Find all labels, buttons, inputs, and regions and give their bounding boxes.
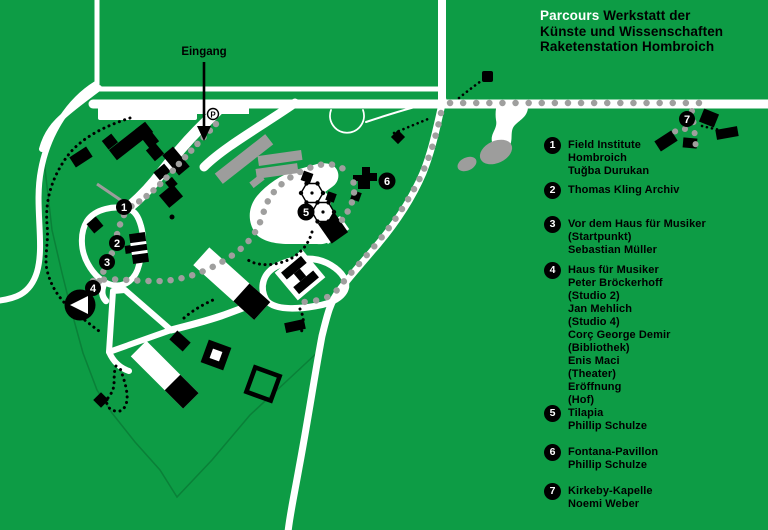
marker-6: 6 bbox=[378, 172, 396, 190]
parking-icon: P bbox=[206, 107, 220, 121]
terrain-boundary bbox=[43, 159, 321, 499]
svg-text:7: 7 bbox=[684, 114, 690, 126]
walking-trails bbox=[44, 79, 729, 413]
svg-text:4: 4 bbox=[90, 283, 97, 295]
marker-1: 1 bbox=[116, 199, 132, 215]
title-highlight: Parcours bbox=[540, 8, 600, 23]
legend-number-5: 5 bbox=[544, 405, 561, 422]
legend-number-7: 7 bbox=[544, 483, 561, 500]
legend-number-3: 3 bbox=[544, 216, 561, 233]
legend-item-1: 1 Field Institute Hombroich Tuğba Duruka… bbox=[544, 137, 768, 178]
legend-text-4: Haus für Musiker Peter Bröckerhoff (Stud… bbox=[568, 264, 671, 406]
legend-number-2: 2 bbox=[544, 182, 561, 199]
legend-item-4: 4 Haus für Musiker Peter Bröckerhoff (St… bbox=[544, 262, 768, 407]
legend-text-1: Field Institute Hombroich Tuğba Durukan bbox=[568, 139, 650, 177]
start-point-icon bbox=[64, 289, 96, 321]
fontana-pavillon-building bbox=[353, 167, 377, 189]
legend-item-2: 2 Thomas Kling Archiv bbox=[544, 182, 768, 199]
marker-3: 3 bbox=[99, 254, 115, 270]
legend-text-6: Fontana-Pavillon Phillip Schulze bbox=[568, 446, 659, 471]
marker-4: 4 bbox=[85, 280, 101, 296]
legend-number-6: 6 bbox=[544, 444, 561, 461]
studio-h-building bbox=[274, 249, 326, 301]
map-markers: 1 2 3 4 5 6 7 bbox=[85, 111, 695, 296]
legend-text-2: Thomas Kling Archiv bbox=[568, 184, 680, 196]
entrance-label: Eingang bbox=[181, 46, 226, 58]
gray-structures bbox=[96, 134, 513, 203]
svg-text:6: 6 bbox=[384, 176, 390, 188]
poster-title: Parcours Werkstatt der Künste und Wissen… bbox=[540, 8, 724, 54]
legend-item-6: 6 Fontana-Pavillon Phillip Schulze bbox=[544, 444, 768, 472]
marker-2: 2 bbox=[109, 235, 125, 251]
legend-item-7: 7 Kirkeby-Kapelle Noemi Weber bbox=[544, 483, 768, 511]
legend-item-3: 3 Vor dem Haus für Musiker (Startpunkt) … bbox=[544, 216, 768, 257]
svg-text:3: 3 bbox=[104, 257, 110, 269]
marker-5: 5 bbox=[297, 203, 315, 221]
svg-text:5: 5 bbox=[303, 207, 309, 219]
entrance-annotation: Eingang bbox=[181, 46, 227, 141]
buildings bbox=[69, 71, 739, 408]
legend-text-5: Tilapia Phillip Schulze bbox=[568, 407, 648, 432]
legend-text-7: Kirkeby-Kapelle Noemi Weber bbox=[568, 485, 653, 510]
legend-number-4: 4 bbox=[544, 262, 561, 279]
dome-pavilions bbox=[298, 181, 337, 224]
marker-7: 7 bbox=[679, 111, 695, 127]
svg-text:P: P bbox=[210, 111, 216, 120]
legend-item-5: 5 Tilapia Phillip Schulze bbox=[544, 405, 768, 433]
svg-text:2: 2 bbox=[114, 238, 120, 250]
arrow-down-icon bbox=[197, 126, 211, 141]
legend-number-1: 1 bbox=[544, 137, 561, 154]
legend-text-3: Vor dem Haus für Musiker (Startpunkt) Se… bbox=[568, 218, 706, 256]
svg-text:1: 1 bbox=[121, 202, 127, 214]
